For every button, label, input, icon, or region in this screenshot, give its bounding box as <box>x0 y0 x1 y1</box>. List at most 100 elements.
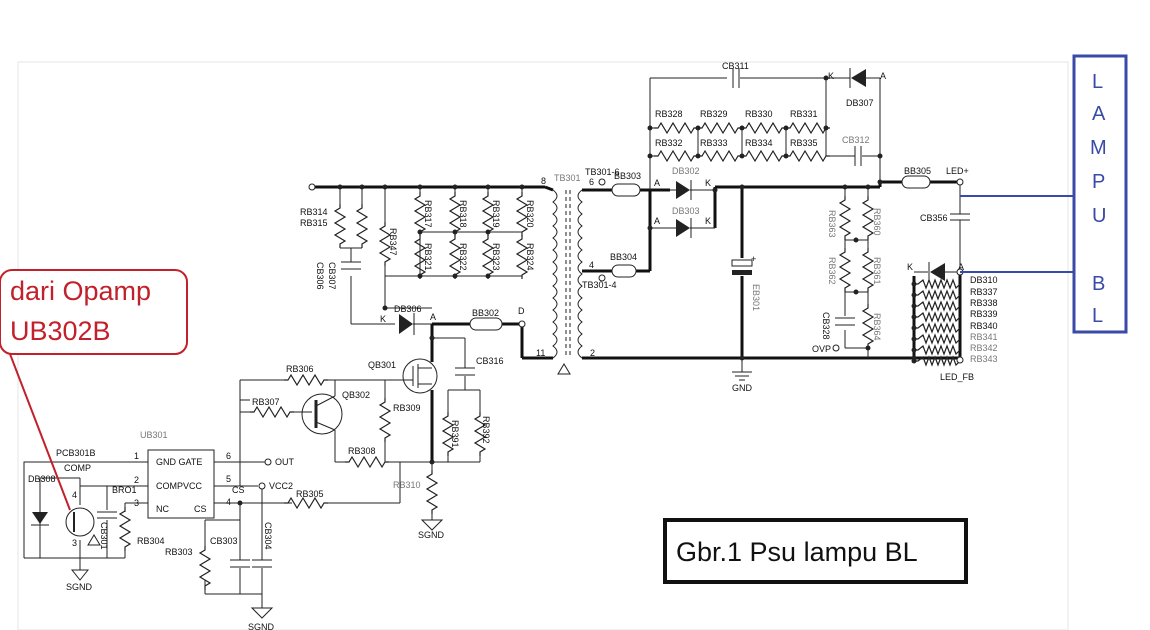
sense-junction-dot <box>911 347 917 353</box>
rb329-resistor-symbol <box>697 122 743 134</box>
tb301-transformer <box>552 189 583 359</box>
label-cb316: CB316 <box>476 356 504 366</box>
label-d: D <box>518 306 525 316</box>
label-eb301: EB301 <box>751 284 761 311</box>
label-cb328: CB328 <box>821 312 831 340</box>
lampu-letter-m: M <box>1090 137 1107 159</box>
label-rb322: RB322 <box>458 243 468 271</box>
label-db302-k: K <box>705 178 711 188</box>
label-tb301: TB301 <box>554 173 581 183</box>
lampu-letter-b: B <box>1092 273 1105 295</box>
sgnd-ground-symbol-2 <box>250 607 274 619</box>
label-pin1: 1 <box>134 451 139 461</box>
bb303-bead-symbol <box>611 183 641 197</box>
sense-junction-dot <box>911 358 917 364</box>
label-db306: DB306 <box>394 304 422 314</box>
db302-diode-symbol <box>676 181 690 199</box>
label-rb333: RB333 <box>700 138 728 148</box>
label-tb301-4: TB301-4 <box>582 280 617 290</box>
label-led-fb: LED_FB <box>940 372 974 382</box>
label-rb338: RB338 <box>970 298 998 308</box>
lampu-letter-a: A <box>1092 103 1106 125</box>
db303-diode-symbol <box>676 219 690 237</box>
lampu-letter-l: L <box>1092 71 1103 93</box>
label-rb361: RB361 <box>872 257 882 285</box>
callout-pointer <box>9 353 71 511</box>
label-rb315: RB315 <box>300 218 328 228</box>
rb314-resistor-symbol <box>334 203 346 249</box>
label-rb330: RB330 <box>745 109 773 119</box>
out-terminal <box>264 458 272 466</box>
rb304-resistor-symbol <box>119 506 131 552</box>
label-rb337: RB337 <box>970 287 998 297</box>
callout-opamp: dari Opamp UB302B <box>0 269 188 511</box>
sgnd-ground-symbol-3 <box>420 519 444 531</box>
rb309-resistor-symbol <box>379 397 391 443</box>
label-ub301: UB301 <box>140 430 168 440</box>
lampu-bl-rect <box>1072 54 1128 334</box>
caption-box: Gbr.1 Psu lampu BL <box>663 518 968 584</box>
label-db308: DB308 <box>28 474 56 484</box>
label-out: OUT <box>275 457 295 467</box>
warning-icon <box>87 534 101 546</box>
qb301-mosfet-symbol <box>402 358 438 394</box>
rb331-resistor-symbol <box>785 122 831 134</box>
label-pin8: 8 <box>541 176 546 186</box>
label-rb306: RB306 <box>286 364 314 374</box>
label-rb321: RB321 <box>423 243 433 271</box>
lampu-letter-l2: L <box>1092 305 1103 327</box>
label-cb303: CB303 <box>210 536 238 546</box>
label-db307-k: K <box>828 71 834 81</box>
label-pin6-tb: 6 <box>589 177 594 187</box>
label-qb301: QB301 <box>368 360 396 370</box>
label-rb360: RB360 <box>872 208 882 236</box>
label-rb331: RB331 <box>790 109 818 119</box>
label-rb363: RB363 <box>827 210 837 238</box>
label-rb391: RB391 <box>450 420 460 448</box>
label-rb314: RB314 <box>300 207 328 217</box>
label-db310-k: K <box>907 262 913 272</box>
label-bb304: BB304 <box>610 252 637 262</box>
label-rb324: RB324 <box>525 243 535 271</box>
label-pin5: 5 <box>226 474 231 484</box>
label-vcc2: VCC2 <box>269 481 293 491</box>
sense-junction-dot <box>911 325 917 331</box>
vcc2-terminal <box>258 482 266 490</box>
label-rb308: RB308 <box>348 446 376 456</box>
rb308-resistor-symbol <box>344 456 390 468</box>
label-db303: DB303 <box>672 206 700 216</box>
label-rb362: RB362 <box>827 257 837 285</box>
label-rb305: RB305 <box>296 489 324 499</box>
label-cb307: CB307 <box>327 262 337 290</box>
label-rb320: RB320 <box>525 200 535 228</box>
rb310-resistor-symbol <box>426 469 438 515</box>
ovp-terminal <box>832 344 840 352</box>
label-sgnd-1: SGND <box>66 582 93 592</box>
label-compvcc: COMPVCC <box>156 481 203 491</box>
sense-junction-dot <box>911 336 917 342</box>
label-cb311: CB311 <box>722 61 749 71</box>
rb306-resistor-symbol <box>283 374 329 386</box>
bb305-bead-symbol <box>901 175 931 189</box>
label-rb309: RB309 <box>393 403 421 413</box>
label-rb332: RB332 <box>655 138 683 148</box>
caption-rect <box>663 518 968 584</box>
sgnd-ground-symbol <box>70 569 90 581</box>
label-cb306: CB306 <box>315 262 325 290</box>
label-gnd-gate: GND GATE <box>156 457 202 467</box>
label-db303-a: A <box>654 216 660 226</box>
label-db307: DB307 <box>846 98 874 108</box>
callout-box <box>0 269 188 355</box>
label-rb329: RB329 <box>700 109 728 119</box>
label-cs-pin: CS <box>232 485 245 495</box>
label-pcb301b: PCB301B <box>56 448 96 458</box>
label-rb342: RB342 <box>970 343 998 353</box>
label-rb364: RB364 <box>872 313 882 341</box>
label-bb302: BB302 <box>472 308 499 318</box>
label-rb392: RB392 <box>481 416 491 444</box>
label-rb341: RB341 <box>970 332 998 342</box>
label-db310-a: A <box>958 262 964 272</box>
db307-diode-symbol <box>851 69 866 87</box>
rb362-resistor-symbol <box>839 247 851 293</box>
